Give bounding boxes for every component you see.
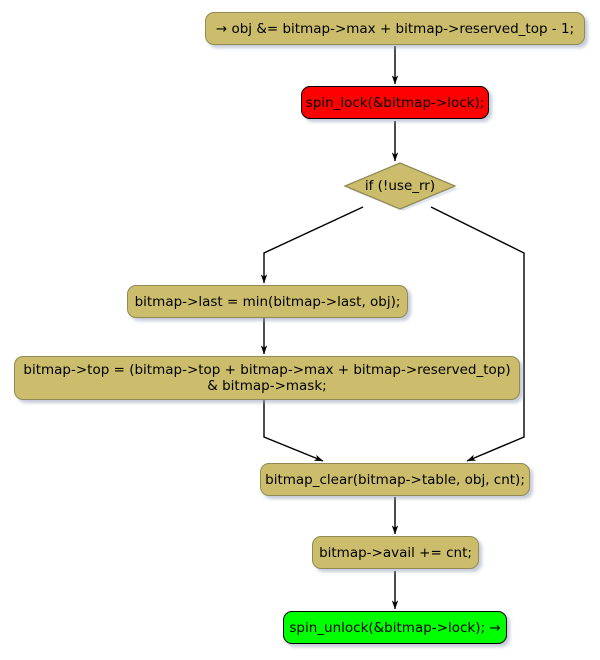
node-bitmap-clear[interactable]: bitmap_clear(bitmap->table, obj, cnt); [260, 463, 530, 496]
edge-cond-to-last [260, 206, 364, 284]
decision-label: if (!use_rr) [364, 178, 436, 194]
node-bitmap-top[interactable]: bitmap->top = (bitmap->top + bitmap->max… [14, 356, 520, 400]
edge-cond-to-clear [430, 206, 525, 462]
edge-top-to-clear [263, 400, 324, 462]
node-spin-lock[interactable]: spin_lock(&bitmap->lock); [301, 86, 489, 119]
node-spin-unlock[interactable]: spin_unlock(&bitmap->lock); → [283, 611, 507, 644]
node-bitmap-avail[interactable]: bitmap->avail += cnt; [312, 536, 479, 569]
node-entry[interactable]: → obj &= bitmap->max + bitmap->reserved_… [205, 12, 585, 45]
node-bitmap-top-line2: & bitmap->mask; [207, 378, 327, 394]
node-decision-use-rr[interactable]: if (!use_rr) [343, 162, 458, 211]
node-bitmap-last[interactable]: bitmap->last = min(bitmap->last, obj); [127, 285, 408, 318]
node-bitmap-top-line1: bitmap->top = (bitmap->top + bitmap->max… [23, 362, 511, 378]
